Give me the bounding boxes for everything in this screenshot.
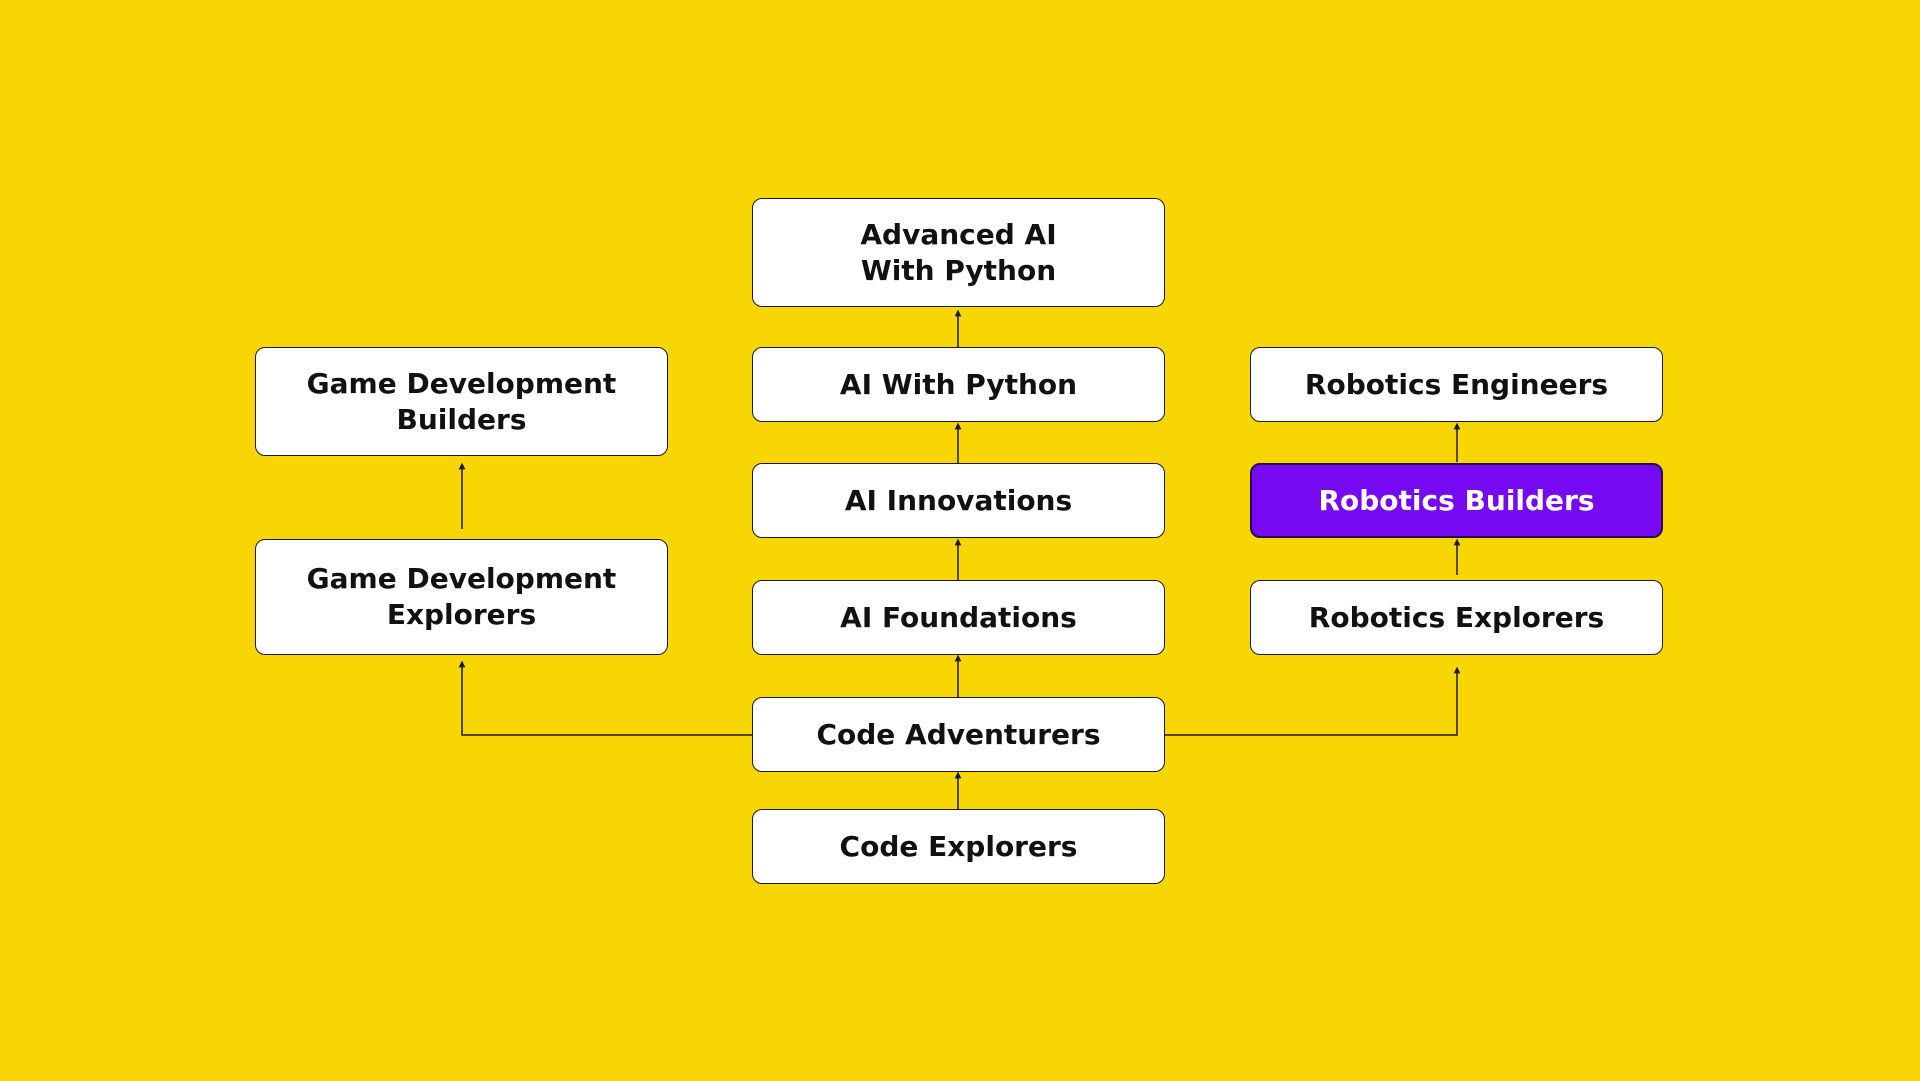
node-ai-innovations[interactable]: AI Innovations — [752, 463, 1165, 538]
node-code-explorers[interactable]: Code Explorers — [752, 809, 1165, 884]
node-robotics-engineers[interactable]: Robotics Engineers — [1250, 347, 1663, 422]
edge-code-adventurers-to-robotics-explorers — [1165, 666, 1461, 736]
node-robotics-builders[interactable]: Robotics Builders — [1250, 463, 1663, 538]
node-game-development-explorers[interactable]: Game Development Explorers — [255, 539, 668, 655]
node-code-adventurers[interactable]: Code Adventurers — [752, 697, 1165, 772]
edge-code-adventurers-to-game-explorers — [458, 660, 752, 736]
node-advanced-ai-with-python[interactable]: Advanced AI With Python — [752, 198, 1165, 307]
node-ai-with-python[interactable]: AI With Python — [752, 347, 1165, 422]
node-robotics-explorers[interactable]: Robotics Explorers — [1250, 580, 1663, 655]
node-ai-foundations[interactable]: AI Foundations — [752, 580, 1165, 655]
node-game-development-builders[interactable]: Game Development Builders — [255, 347, 668, 456]
